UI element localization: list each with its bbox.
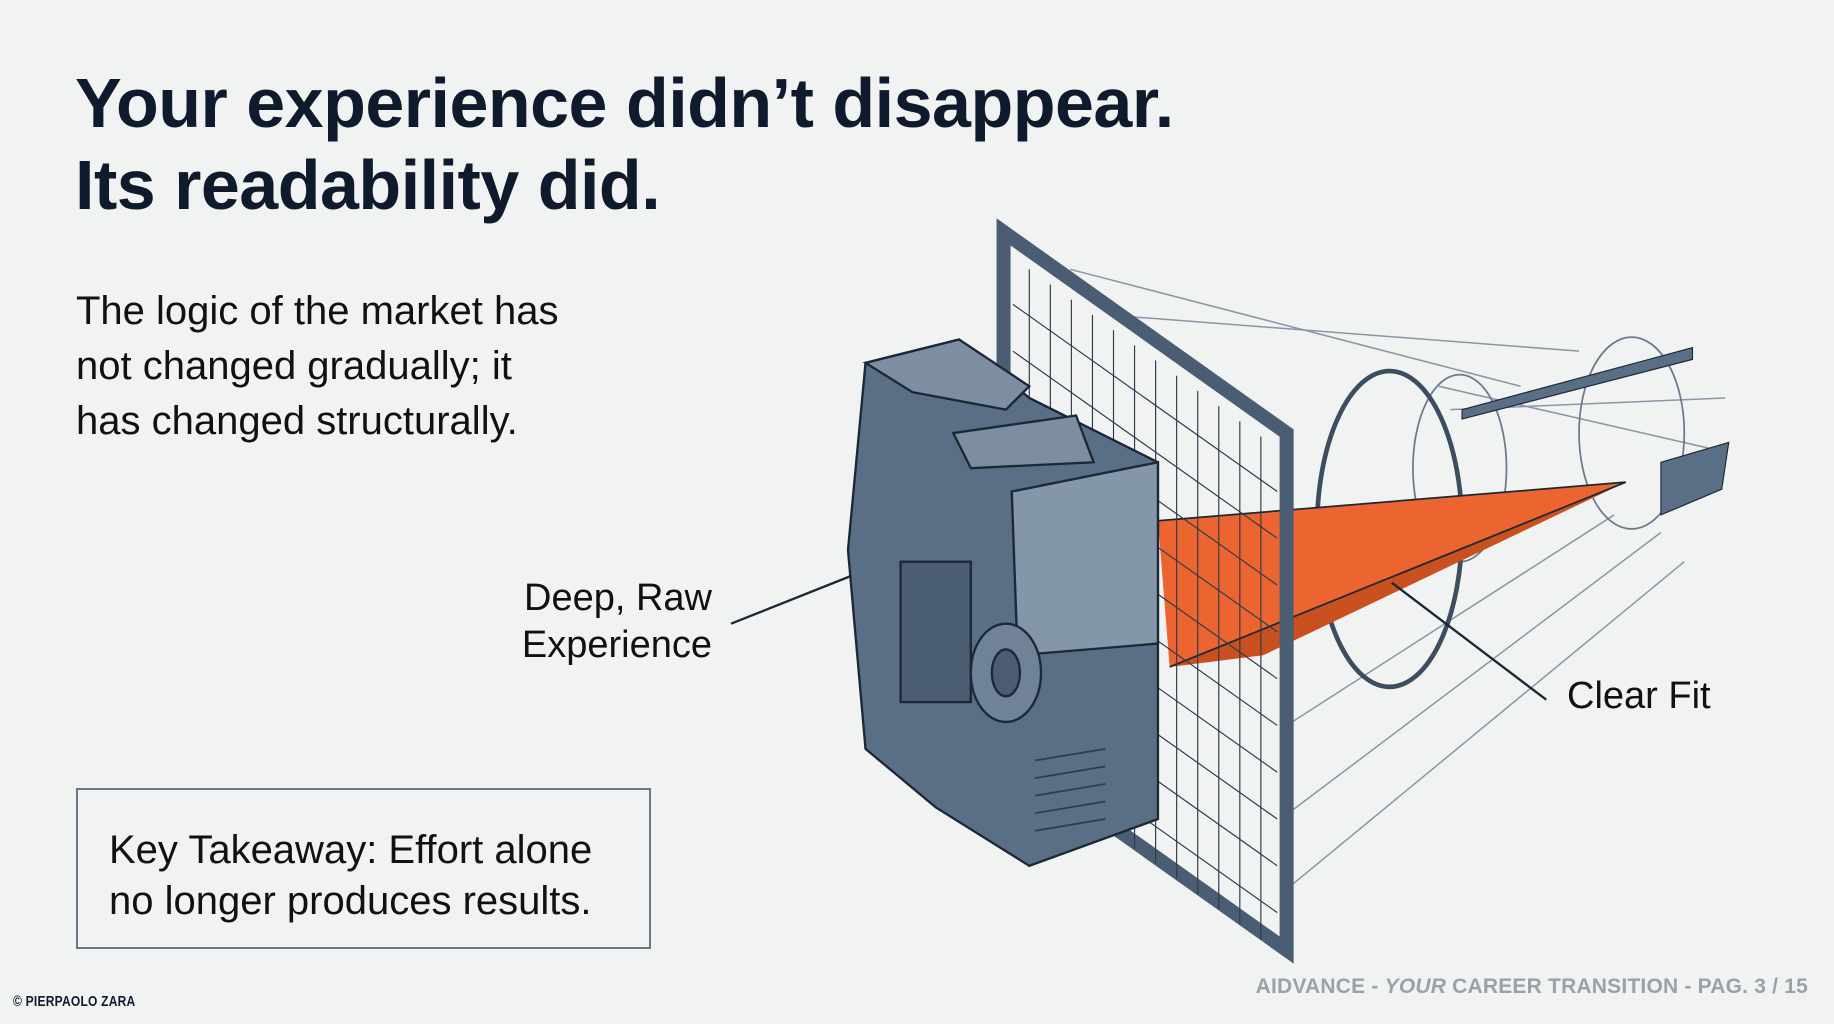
takeaway-line-1: Key Takeaway: Effort alone: [109, 828, 593, 872]
takeaway-line-2: no longer produces results.: [109, 879, 592, 923]
funnel-lines: [1070, 268, 1726, 890]
leader-line-output: [1391, 581, 1547, 701]
label-input-line-2: Experience: [521, 624, 712, 666]
orange-cone: [1157, 481, 1627, 668]
page-title: Your experience didn’t disappear. Its re…: [75, 62, 1174, 226]
body-paragraph: The logic of the market has not changed …: [76, 284, 558, 449]
raw-experience-block: [846, 338, 1160, 868]
footer-rest: CAREER TRANSITION - PAG. 3 / 15: [1446, 975, 1808, 998]
output-slot: [1461, 346, 1694, 420]
output-plate: [1660, 441, 1730, 516]
title-line-1: Your experience didn’t disappear.: [75, 64, 1174, 142]
title-line-2: Its readability did.: [75, 146, 661, 224]
leader-line-input: [730, 574, 852, 625]
label-clear-fit: Clear Fit: [1567, 675, 1711, 717]
body-line-3: has changed structurally.: [76, 399, 518, 443]
key-takeaway-box: Key Takeaway: Effort alone no longer pro…: [76, 788, 651, 949]
footer-italic: YOUR: [1384, 975, 1447, 998]
body-line-2: not changed gradually; it: [76, 344, 512, 388]
label-input-line-1: Deep, Raw: [524, 577, 712, 619]
copyright-notice: © PIERPAOLO ZARA: [13, 993, 136, 1010]
footer-page-info: AIDVANCE - YOUR CAREER TRANSITION - PAG.…: [1256, 975, 1808, 999]
body-line-1: The logic of the market has: [76, 289, 559, 333]
footer-brand: AIDVANCE -: [1255, 975, 1385, 998]
label-deep-raw-experience: Deep, Raw Experience: [522, 575, 712, 669]
